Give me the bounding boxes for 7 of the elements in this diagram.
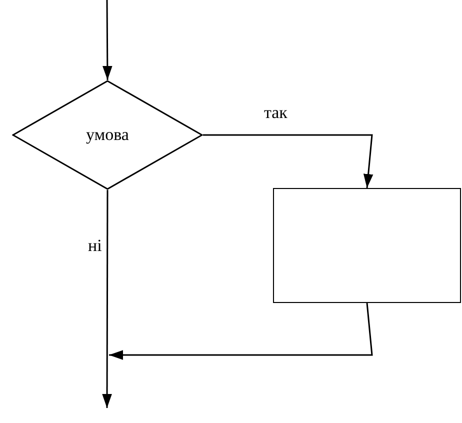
edge-label: ні — [88, 237, 102, 254]
arrow — [203, 134, 374, 188]
arrow — [102, 190, 112, 408]
arrow — [109, 302, 373, 360]
process-box — [273, 188, 461, 303]
arrow — [102, 0, 112, 80]
condition-text: умова — [85, 125, 130, 145]
